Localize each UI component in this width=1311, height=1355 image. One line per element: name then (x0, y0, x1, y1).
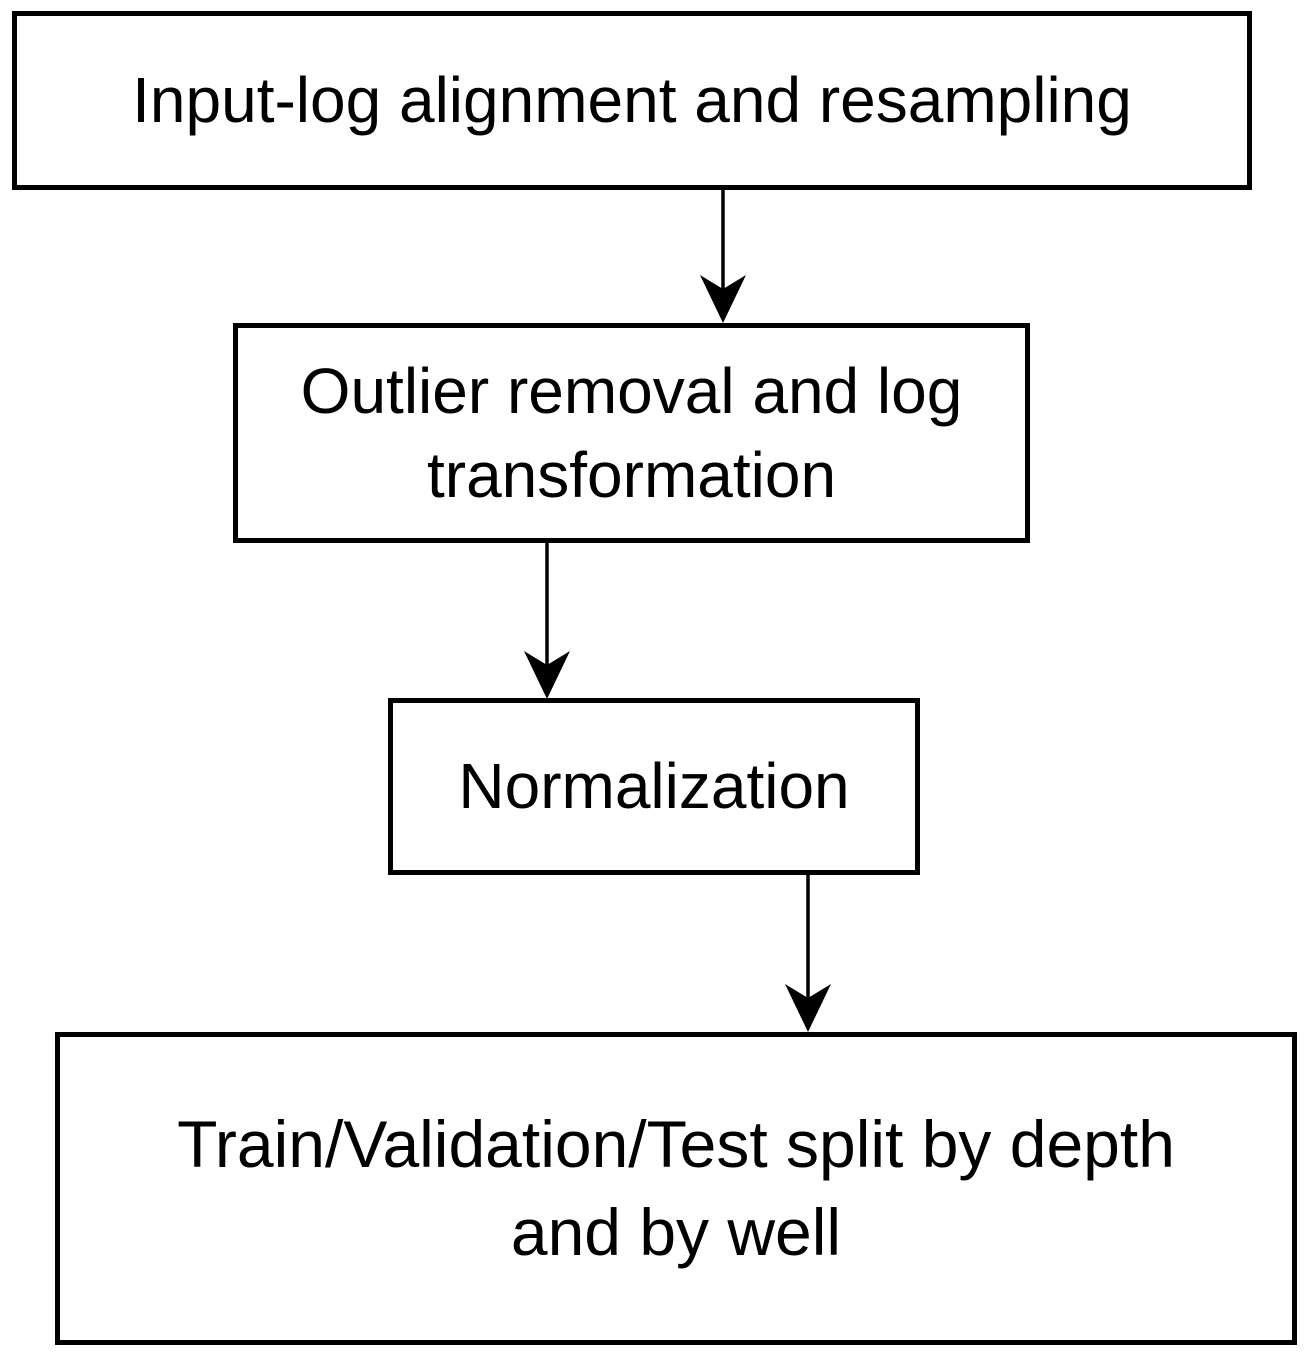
arrow-down-icon (700, 190, 746, 323)
node-normalization-label: Normalization (458, 750, 850, 823)
node-input-log-alignment-label: Input-log alignment and resampling (132, 64, 1132, 137)
node-outlier-removal-label: Outlier removal and log transformation (300, 354, 963, 511)
node-normalization: Normalization (388, 698, 920, 875)
node-train-val-test-split-label: Train/Validation/Test split by depth and… (177, 1107, 1175, 1269)
arrow-down-icon (785, 875, 831, 1032)
node-outlier-removal: Outlier removal and log transformation (233, 323, 1030, 543)
arrow-down-icon (524, 543, 570, 699)
node-train-val-test-split: Train/Validation/Test split by depth and… (55, 1032, 1297, 1345)
node-input-log-alignment: Input-log alignment and resampling (12, 11, 1252, 190)
